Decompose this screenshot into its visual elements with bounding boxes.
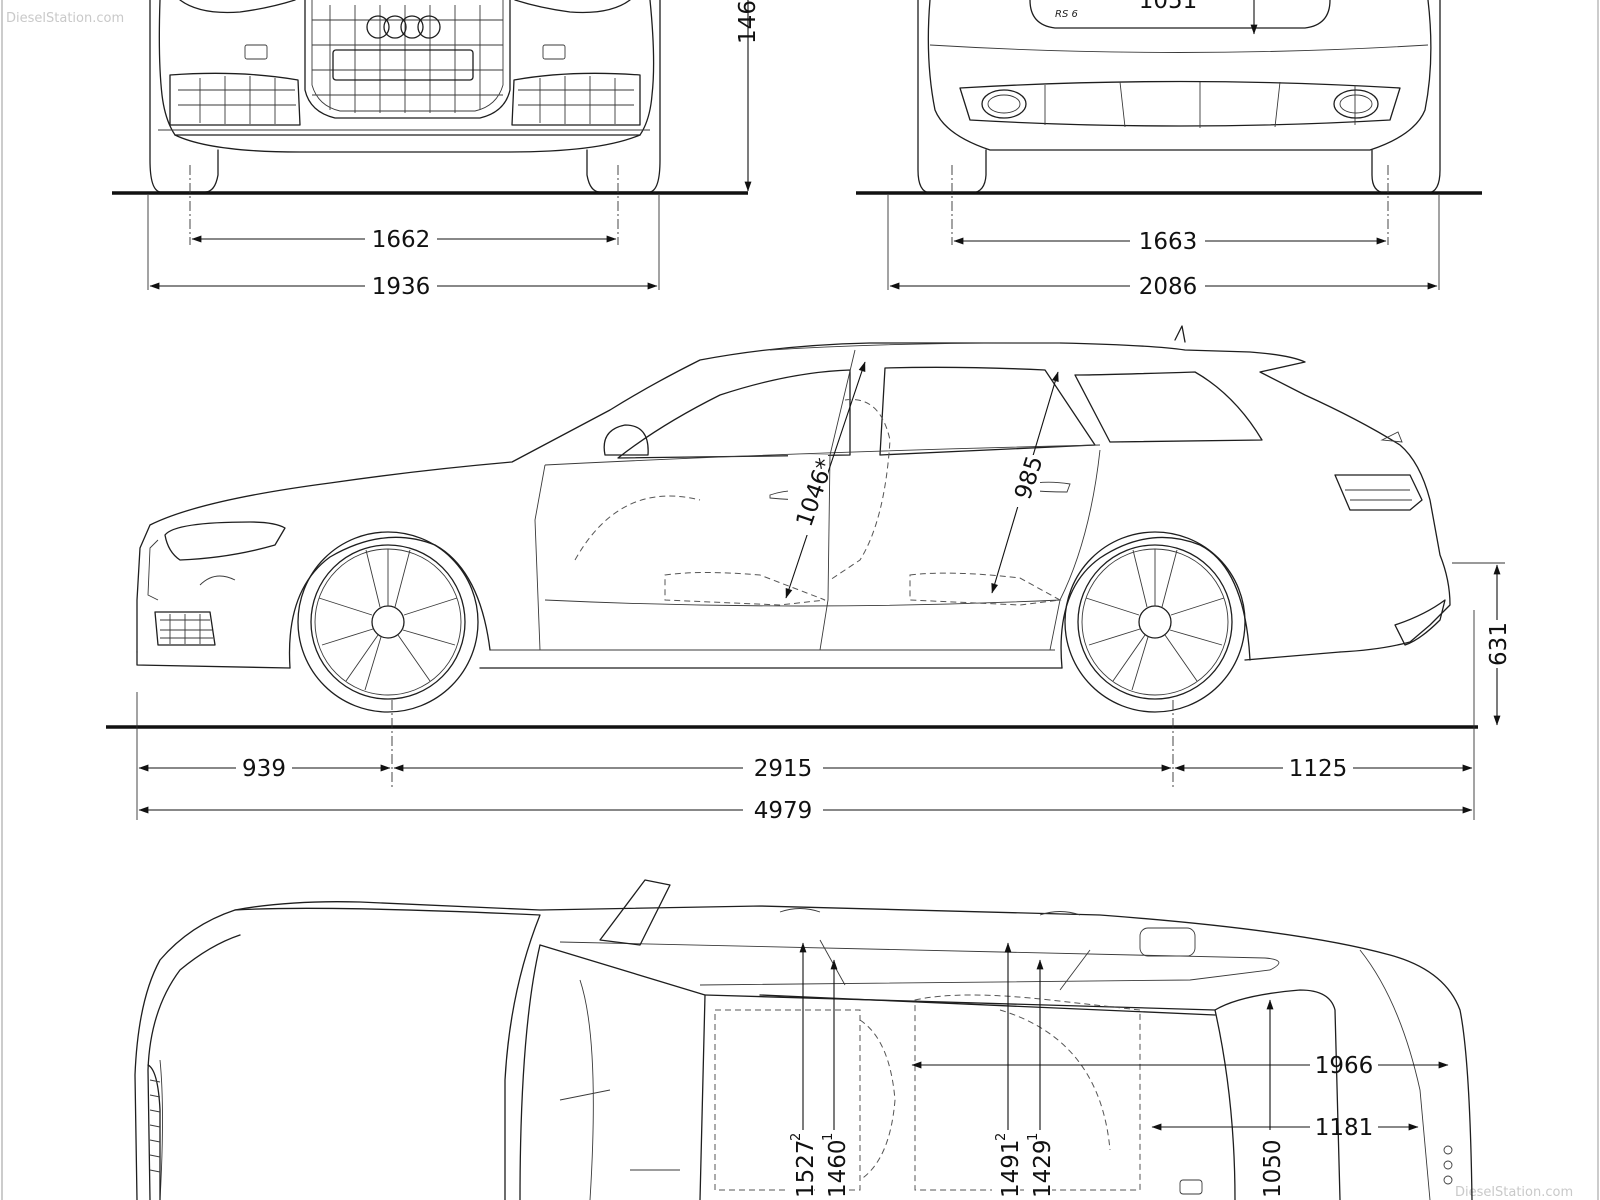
dim-1429-label-bg (1024, 1130, 1052, 1200)
rear-badge: RS 6 (1055, 9, 1078, 20)
headroom-front-label-bg (788, 455, 828, 535)
dim-top-1460: 1460 (825, 1139, 851, 1198)
dim-wheelbase: 2915 (754, 756, 813, 782)
dim-1460-label-bg (818, 1130, 846, 1200)
dim-rear-track: 1663 (1139, 229, 1198, 255)
dim-1527-label-bg (786, 1130, 814, 1200)
dim-top-1429: 1429 (1030, 1139, 1056, 1198)
top-view (134, 879, 1473, 1200)
dim-top-1527: 1527 (793, 1139, 819, 1198)
dim-top-1460-sup: 1 (821, 1133, 836, 1141)
dim-overall-length: 4979 (754, 798, 813, 824)
dim-top-1491-sup: 2 (994, 1133, 1009, 1141)
headroom-rear-label-bg (1008, 455, 1040, 507)
dim-top-1527-sup: 2 (789, 1133, 804, 1141)
watermark-top-left: DieselStation.com (6, 11, 124, 26)
dim-front-overhang: 939 (242, 756, 286, 782)
dim-cargo-width-between: 1181 (1315, 1115, 1374, 1141)
dim-top-1491: 1491 (998, 1139, 1024, 1198)
dim-rear-overhang: 1125 (1289, 756, 1348, 782)
dim-rear-partial: 1051 (1139, 0, 1198, 14)
dim-front-height: 146 (735, 0, 761, 44)
dim-rear-sill-height: 631 (1486, 622, 1512, 666)
dim-front-width: 1936 (372, 274, 431, 300)
dim-rear-width: 2086 (1139, 274, 1198, 300)
watermark-bottom-right: DieselStation.com (1455, 1185, 1573, 1200)
dim-cargo-length: 1050 (1260, 1139, 1286, 1198)
sill-height-label-bg (1484, 620, 1510, 668)
dim-front-track: 1662 (372, 227, 431, 253)
dim-top-1429-sup: 1 (1026, 1133, 1041, 1141)
dim-cargo-length-label-bg (1254, 1130, 1282, 1200)
front-view (149, 0, 661, 193)
dim-cargo-width: 1966 (1315, 1053, 1374, 1079)
rear-view: RS 6 (917, 0, 1441, 194)
dim-1491-label-bg (992, 1130, 1020, 1200)
